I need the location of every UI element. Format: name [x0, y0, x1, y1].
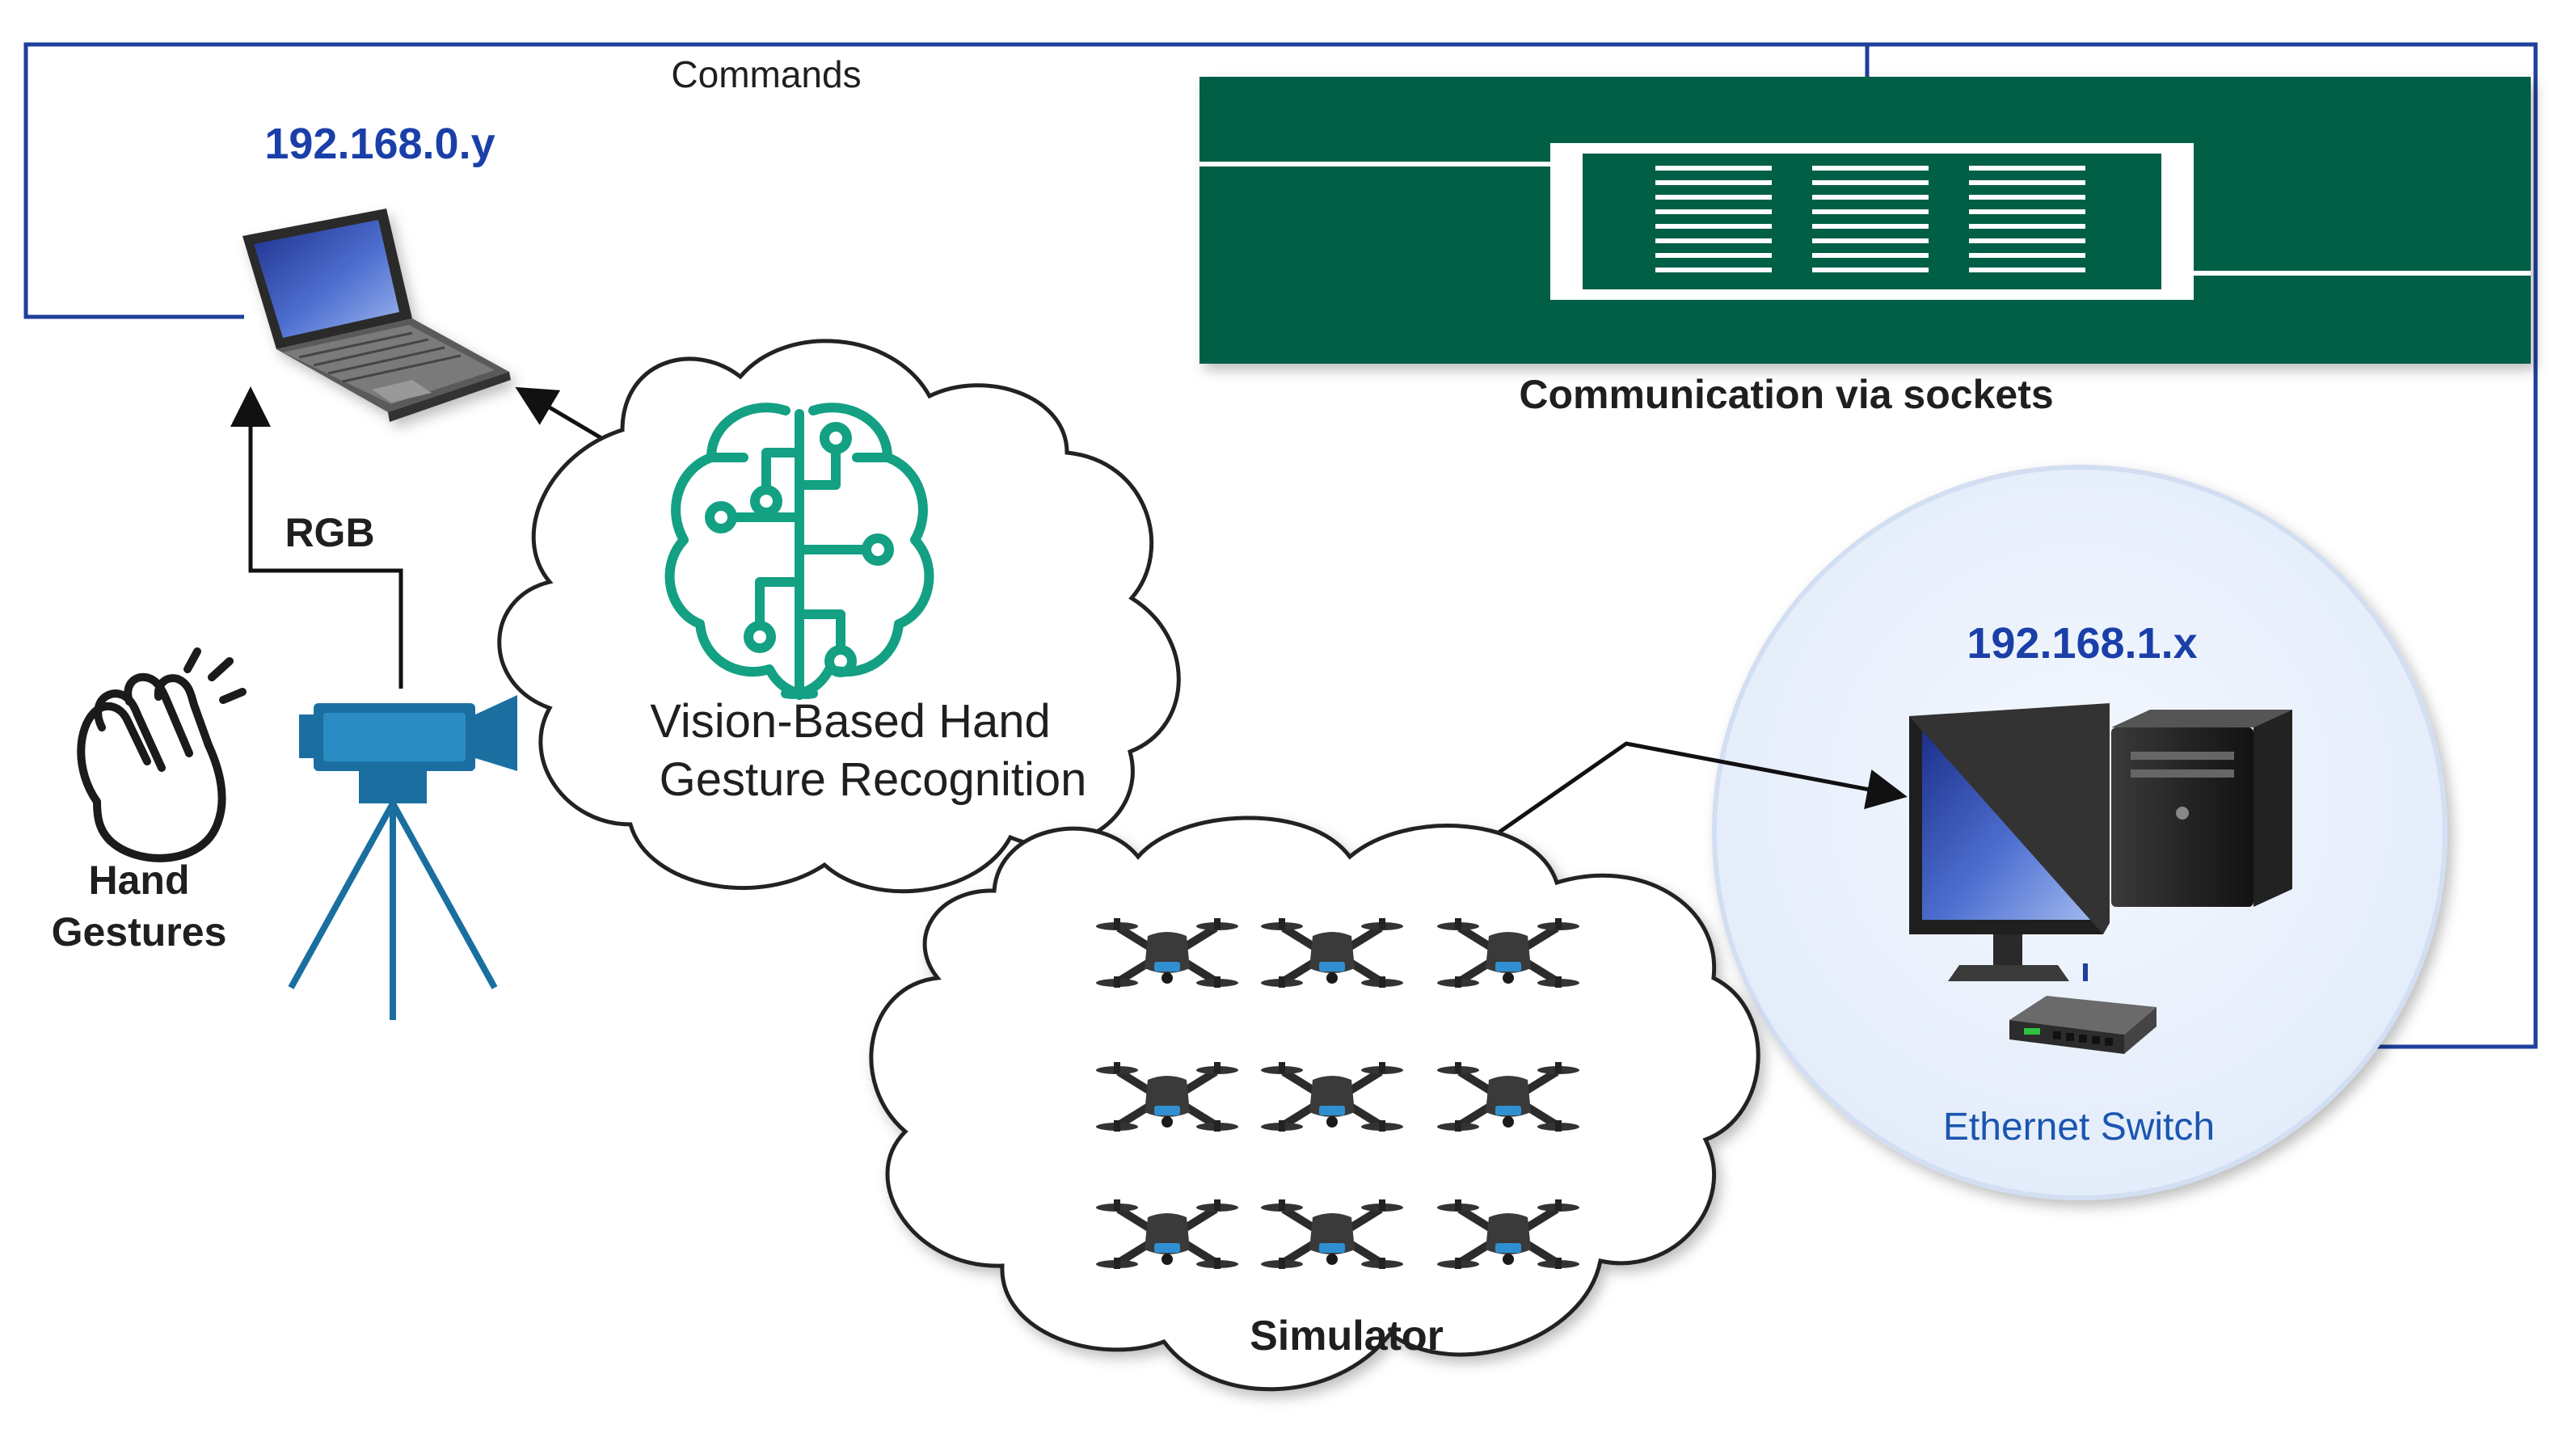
hand-gestures-label-1: Hand — [89, 858, 190, 903]
camera-tripod-icon — [288, 695, 517, 1020]
rgb-arrow — [230, 386, 403, 689]
commands-label: Commands — [671, 53, 861, 95]
rgb-label: RGB — [285, 510, 374, 555]
socket-lines-group-3 — [1969, 166, 2085, 272]
commands-line — [23, 42, 1870, 319]
hand-gestures-label-2: Gestures — [52, 909, 227, 955]
waving-hand-icon — [77, 647, 247, 862]
recognition-label-1: Vision-Based Hand — [650, 695, 1050, 748]
recognition-label-2: Gesture Recognition — [660, 753, 1087, 806]
socket-panel — [1199, 77, 2531, 364]
desktop-ip-label: 192.168.1.x — [1967, 619, 2197, 668]
drone-grid — [1096, 918, 1579, 1269]
socket-lines-group-1 — [1655, 166, 1772, 272]
brain-circuit-icon — [664, 403, 934, 700]
ethernet-switch-icon — [2009, 963, 2157, 1054]
laptop-icon — [242, 209, 511, 422]
communication-label: Communication via sockets — [1519, 372, 2053, 417]
ethernet-switch-label: Ethernet Switch — [1943, 1106, 2215, 1149]
simulator-label: Simulator — [1250, 1313, 1444, 1359]
socket-lines-group-2 — [1812, 166, 1929, 272]
laptop-ip-label: 192.168.0.y — [264, 120, 495, 168]
desktop-computer-icon — [1909, 703, 2292, 981]
